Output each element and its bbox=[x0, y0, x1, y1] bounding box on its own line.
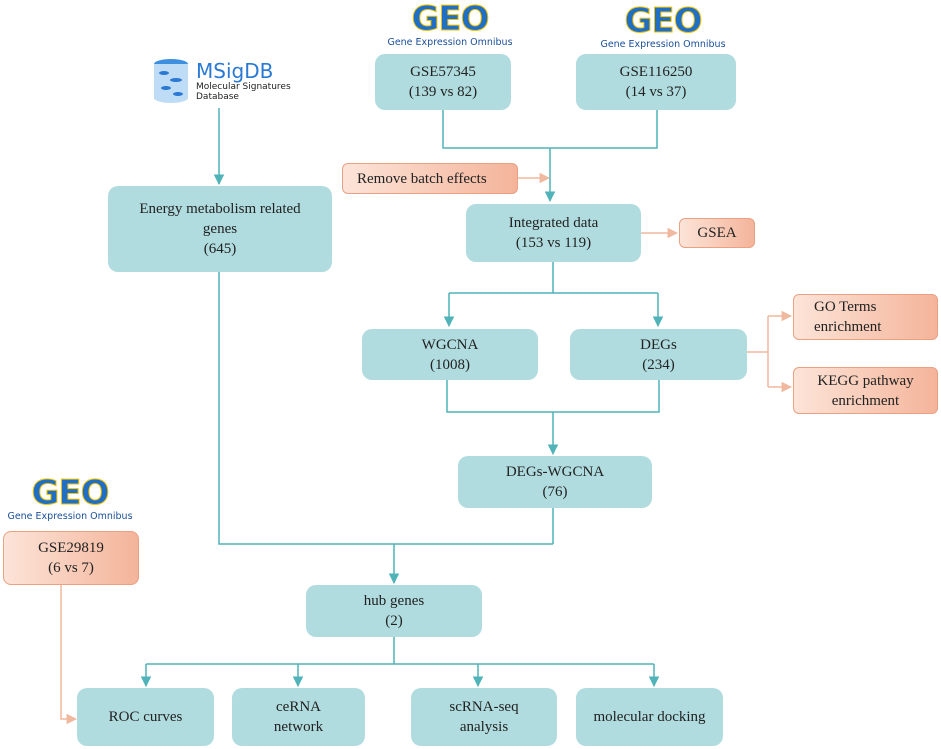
connector-energy-to-hub bbox=[218, 272, 553, 545]
node-gsea-label: GSEA bbox=[697, 225, 737, 241]
node-cerna-line1: ceRNA bbox=[276, 699, 321, 715]
node-go-line2: enrichment bbox=[814, 319, 882, 335]
node-degs: DEGs (234) bbox=[570, 329, 747, 380]
geo-logo-subtitle: Gene Expression Omnibus bbox=[387, 37, 513, 48]
node-remove-batch-label: Remove batch effects bbox=[357, 170, 487, 187]
node-energy-count: (645) bbox=[203, 241, 237, 257]
node-kegg-line1: KEGG pathway bbox=[817, 372, 914, 389]
geo-logo-word: GEO bbox=[31, 473, 110, 513]
node-energy-metabolism: Energy metabolism related genes (645) bbox=[108, 186, 332, 272]
node-cerna-line2: network bbox=[273, 719, 324, 735]
node-remove-batch-effects: Remove batch effects bbox=[342, 163, 518, 194]
node-gse29819-count: (6 vs 7) bbox=[48, 560, 94, 576]
node-scrna-line1: scRNA-seq bbox=[449, 699, 519, 715]
node-energy-line1: Energy metabolism related bbox=[139, 201, 301, 217]
node-energy-line2: genes bbox=[202, 221, 238, 237]
node-integrated-data: Integrated data (153 vs 119) bbox=[466, 204, 641, 262]
node-molecular-docking: molecular docking bbox=[576, 688, 723, 746]
node-cerna-network: ceRNA network bbox=[232, 688, 365, 746]
geo-logo-top-center: GEO Gene Expression Omnibus bbox=[380, 0, 520, 49]
node-gse29819-id: GSE29819 bbox=[38, 540, 104, 556]
geo-logo-word: GEO bbox=[624, 1, 703, 41]
node-wgcna-label: WGCNA bbox=[421, 336, 479, 353]
node-scrna-seq: scRNA-seq analysis bbox=[411, 688, 557, 746]
node-degs-wgcna-count: (76) bbox=[542, 484, 568, 500]
node-go-line1: GO Terms bbox=[814, 299, 877, 315]
node-integrated-label: Integrated data bbox=[508, 215, 599, 231]
geo-logo-subtitle: Gene Expression Omnibus bbox=[600, 39, 726, 50]
msigdb-logo-word: MSigDB bbox=[196, 59, 274, 83]
msigdb-logo-subtitle-1: Molecular Signatures bbox=[196, 82, 291, 92]
node-roc-label: ROC curves bbox=[108, 709, 183, 725]
node-wgcna: WGCNA (1008) bbox=[362, 329, 538, 380]
node-gse116250-id: GSE116250 bbox=[619, 64, 693, 80]
arrow-gse29819-to-roc bbox=[60, 585, 78, 725]
geo-logo-top-right: GEO Gene Expression Omnibus bbox=[593, 1, 733, 51]
node-gse57345-count: (139 vs 82) bbox=[408, 84, 478, 100]
node-degs-wgcna: DEGs-WGCNA (76) bbox=[458, 456, 652, 508]
node-docking-label: molecular docking bbox=[593, 709, 706, 725]
node-kegg-enrichment: KEGG pathway enrichment bbox=[793, 367, 938, 414]
node-wgcna-count: (1008) bbox=[430, 356, 470, 373]
node-scrna-line2: analysis bbox=[459, 719, 509, 735]
msigdb-logo: MSigDB Molecular Signatures Database bbox=[152, 58, 291, 104]
node-gse29819: GSE29819 (6 vs 7) bbox=[3, 531, 139, 585]
node-roc-curves: ROC curves bbox=[77, 688, 214, 746]
node-integrated-count: (153 vs 119) bbox=[515, 235, 592, 251]
node-go-enrichment: GO Terms enrichment bbox=[793, 294, 938, 340]
node-hub-genes: hub genes (2) bbox=[306, 585, 482, 637]
node-gsea: GSEA bbox=[679, 218, 755, 248]
node-kegg-line2: enrichment bbox=[831, 392, 900, 409]
node-gse116250-count: (14 vs 37) bbox=[625, 84, 687, 100]
msigdb-logo-subtitle-2: Database bbox=[196, 92, 239, 102]
geo-logo-left: GEO Gene Expression Omnibus bbox=[0, 473, 140, 523]
geo-logo-word: GEO bbox=[411, 0, 490, 39]
database-icon bbox=[154, 59, 188, 103]
node-degs-wgcna-label: DEGs-WGCNA bbox=[505, 464, 605, 480]
msigdb-logo-text: MSigDB Molecular Signatures Database bbox=[196, 60, 291, 102]
node-degs-label: DEGs bbox=[640, 336, 677, 353]
connector-wgcna-degs-merge bbox=[446, 380, 660, 413]
node-gse57345-id: GSE57345 bbox=[410, 64, 476, 80]
node-hub-label: hub genes bbox=[363, 593, 425, 609]
geo-logo-subtitle: Gene Expression Omnibus bbox=[7, 511, 133, 522]
node-degs-count: (234) bbox=[642, 356, 675, 373]
connector-gse-merge bbox=[442, 110, 658, 149]
node-gse116250: GSE116250 (14 vs 37) bbox=[576, 54, 736, 110]
node-hub-count: (2) bbox=[385, 613, 403, 629]
node-gse57345: GSE57345 (139 vs 82) bbox=[375, 54, 511, 110]
